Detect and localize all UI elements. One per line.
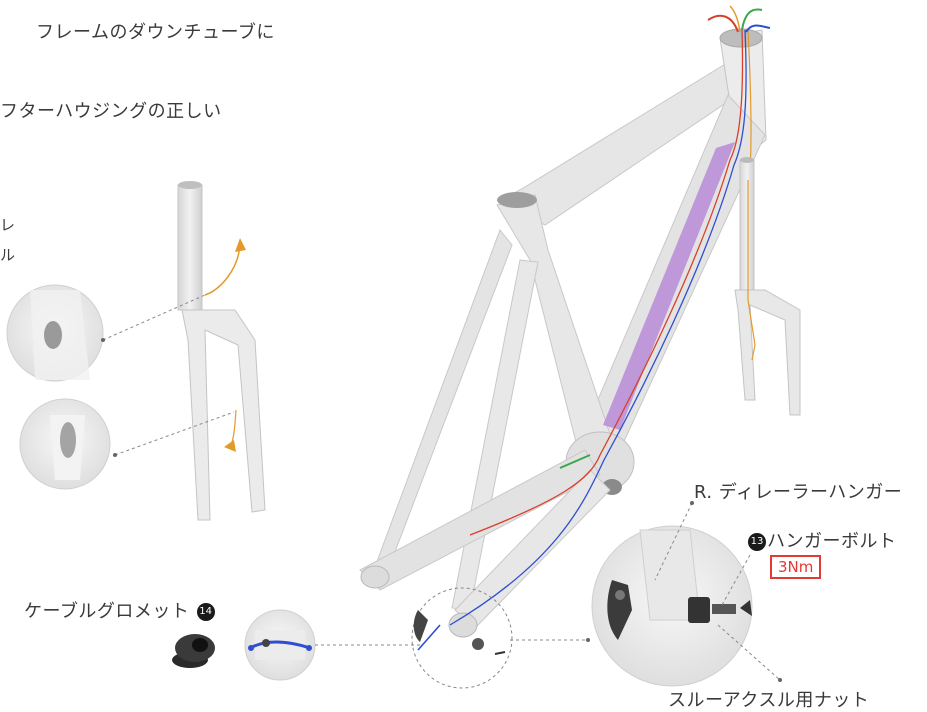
cable-blue bbox=[449, 29, 747, 626]
downtube-highlight bbox=[603, 142, 735, 430]
label-cable-grommet: ケーブルグロメット 14 bbox=[24, 597, 216, 623]
hanger-bolt-number-badge: 13 bbox=[748, 533, 766, 551]
fork-left-large bbox=[177, 181, 266, 521]
bicycle-frame bbox=[359, 5, 771, 638]
cable-grommet-text: ケーブルグロメット bbox=[24, 601, 190, 622]
torque-value-box: 3Nm bbox=[770, 555, 822, 579]
hanger-bolt-text: ハンガーボルト bbox=[767, 531, 897, 552]
detail-circle-fork-upper bbox=[6, 284, 206, 382]
cable-red bbox=[469, 29, 744, 536]
fork-right-small bbox=[734, 157, 801, 416]
instruction-text-left-2: ル bbox=[0, 246, 16, 264]
label-derailleur-hanger: R. ディレーラーハンガー bbox=[694, 482, 903, 503]
detail-circle-derailleur bbox=[510, 525, 753, 687]
detail-circle-grommet bbox=[244, 609, 420, 681]
detail-circle-fork-lower bbox=[19, 398, 235, 490]
label-axle-nut: スルーアクスル用ナット bbox=[668, 690, 870, 711]
cable-green bbox=[559, 454, 591, 469]
grommet-part bbox=[172, 634, 215, 668]
cable-grommet-number-badge: 14 bbox=[196, 603, 215, 621]
dashed-circle-dropout bbox=[411, 587, 513, 689]
instruction-text-top: フレームのダウンチューブに bbox=[36, 22, 275, 43]
instruction-text-second: フターハウジングの正しい bbox=[0, 101, 222, 122]
instruction-text-left-1: レ bbox=[0, 216, 16, 234]
